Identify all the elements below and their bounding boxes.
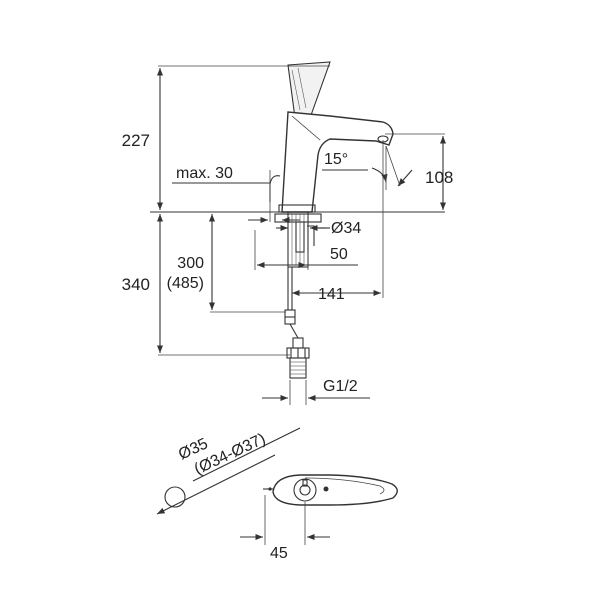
top-view: Ø35 (Ø34-Ø37) 45	[156, 427, 398, 562]
dim-lower-height: 340	[122, 275, 150, 294]
faucet-body	[269, 61, 394, 213]
dim-45: 45	[270, 545, 288, 562]
dim-spout-height: 108	[425, 168, 453, 187]
side-view: 227 340 max. 30 15° 108 Ø34 50 300 (485)…	[122, 61, 453, 405]
dim-hose-485: (485)	[167, 275, 204, 292]
hose	[284, 267, 310, 379]
dim-diameter-34: Ø34	[331, 220, 361, 237]
dim-thread: G1/2	[323, 378, 358, 395]
dim-angle: 15°	[324, 151, 348, 168]
dim-total-height: 227	[122, 131, 150, 150]
dim-reach: 141	[318, 286, 345, 303]
faucet-top-outline	[272, 474, 398, 506]
dim-50: 50	[330, 246, 348, 263]
shank	[274, 211, 322, 268]
dim-hose-300: 300	[177, 255, 204, 272]
mounting-hole	[164, 486, 186, 508]
dim-max-30: max. 30	[176, 165, 233, 182]
